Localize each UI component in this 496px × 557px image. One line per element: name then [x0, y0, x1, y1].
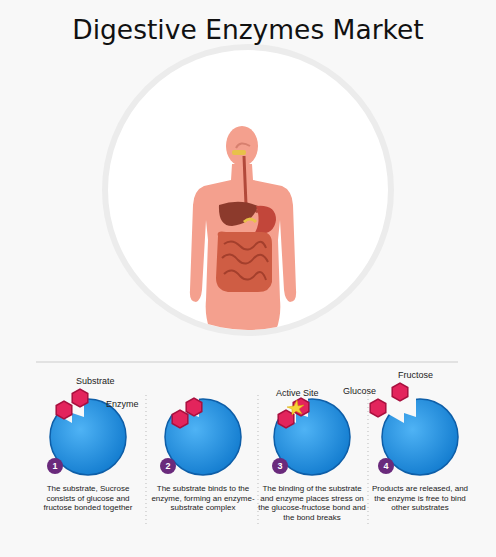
step-caption: The binding of the substrate and enzyme … — [258, 484, 366, 522]
substrate-hexagon — [278, 410, 294, 428]
callout-number: 4 — [383, 461, 388, 471]
substrate-hexagon — [56, 401, 72, 419]
substrate-hexagon — [392, 383, 408, 401]
part-label: Enzyme — [106, 399, 139, 409]
dotted-separator — [368, 395, 369, 525]
step-number: 1 — [47, 458, 63, 474]
substrate-hexagon — [370, 399, 386, 417]
human-body — [190, 126, 296, 340]
callout-number: 1 — [52, 461, 57, 471]
substrate-hexagon — [72, 389, 88, 407]
divider-line — [36, 362, 458, 363]
step-number: 2 — [160, 458, 176, 474]
part-label: Active Site — [276, 388, 319, 398]
part-label: Glucose — [343, 386, 376, 396]
step-caption: The substrate binds to the enzyme, formi… — [148, 484, 258, 513]
step-caption: Products are released, and the enzyme is… — [366, 484, 474, 513]
title: Digestive Enzymes Market — [0, 14, 496, 45]
callout-number: 3 — [277, 461, 282, 471]
callout-number: 2 — [165, 461, 170, 471]
substrate-hexagon — [172, 410, 188, 428]
part-label: Substrate — [76, 376, 115, 386]
part-label: Fructose — [398, 370, 433, 380]
dotted-separator — [146, 395, 147, 525]
stress-burst — [287, 400, 304, 415]
step-number: 4 — [378, 458, 394, 474]
step-number: 3 — [272, 458, 288, 474]
substrate-hexagon — [186, 398, 202, 416]
step-caption: The substrate, Sucrose consists of gluco… — [32, 484, 144, 513]
